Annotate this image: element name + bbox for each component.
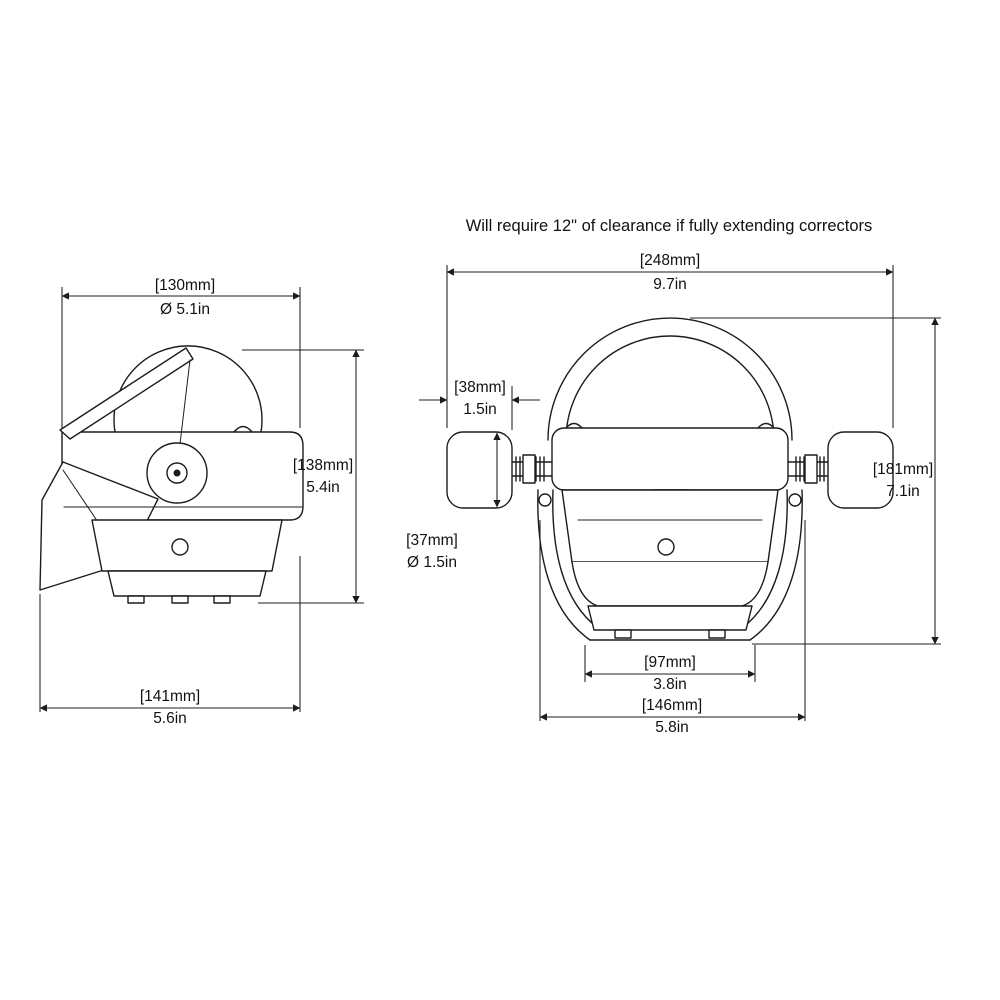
corrector-diameter-inch: Ø 1.5in (407, 554, 457, 571)
dim-side-top-width: [130mm] Ø 5.1in (61, 277, 301, 428)
base-side (107, 570, 267, 597)
side-height-inch: 5.4in (306, 479, 340, 496)
bracket-pivot-left (538, 493, 552, 507)
dim-corrector-length: [38mm] 1.5in (419, 379, 540, 430)
dim-bracket-width: [146mm] 5.8in (539, 520, 806, 736)
dim-corrector-diameter: [37mm] Ø 1.5in (406, 432, 501, 571)
body-top-bump (233, 425, 253, 433)
corrector-rod-right (787, 454, 829, 484)
bowl-front (571, 561, 769, 607)
front-overall-height-inch: 7.1in (886, 483, 920, 500)
corrector-length-mm: [38mm] (454, 379, 506, 396)
dome-outer (547, 317, 793, 441)
front-overall-width-inch: 9.7in (653, 276, 687, 293)
corrector-diameter-mm: [37mm] (406, 532, 458, 549)
dim-front-overall-height: [181mm] 7.1in (690, 317, 941, 645)
dim-side-height: [138mm] 5.4in (242, 349, 364, 604)
pivot-knob-inner (166, 462, 188, 484)
front-view (446, 317, 894, 641)
foot-width-mm: [97mm] (644, 654, 696, 671)
bracket-arm-right-inner (741, 489, 788, 629)
corrector-knob-left (446, 431, 513, 509)
dim-front-overall-width: [248mm] 9.7in (446, 252, 894, 428)
housing-hole-front (657, 538, 675, 556)
lower-housing-side (91, 519, 283, 572)
bracket-pivot-right (788, 493, 802, 507)
mounting-bracket (537, 489, 803, 641)
side-view (39, 345, 304, 604)
side-top-width-mm: [130mm] (155, 277, 215, 294)
foot-front-2 (708, 629, 726, 639)
front-overall-height-mm: [181mm] (873, 461, 933, 478)
rod-nut-right (804, 454, 818, 484)
foot-front-1 (614, 629, 632, 639)
body-bump-right (757, 422, 775, 429)
front-overall-width-mm: [248mm] (640, 252, 700, 269)
side-base-width-inch: 5.6in (153, 710, 187, 727)
dim-foot-width: [97mm] 3.8in (584, 645, 756, 693)
corrector-length-inch: 1.5in (463, 401, 497, 418)
foot-side-2 (171, 595, 189, 604)
body-bump-left (565, 422, 583, 429)
side-height-mm: [138mm] (293, 457, 353, 474)
corrector-rod-left (511, 454, 553, 484)
side-base-width-mm: [141mm] (140, 688, 200, 705)
compass-body-front (551, 427, 789, 491)
dim-side-base-width: [141mm] 5.6in (39, 556, 301, 727)
rod-nut-left (522, 454, 536, 484)
bracket-width-inch: 5.8in (655, 719, 689, 736)
bracket-arm-left-outer (537, 489, 591, 641)
lower-housing-front (561, 489, 779, 563)
foot-side-3 (213, 595, 231, 604)
bracket-arm-right-outer (749, 489, 803, 641)
base-front (587, 605, 753, 631)
visor-arm (179, 359, 191, 445)
foot-side-1 (127, 595, 145, 604)
pivot-center (173, 469, 181, 477)
bracket-width-mm: [146mm] (642, 697, 702, 714)
housing-hole-side (171, 538, 189, 556)
clearance-note: Will require 12" of clearance if fully e… (466, 217, 873, 235)
sun-visor (59, 347, 194, 440)
dimension-annotations: [130mm] Ø 5.1in [138mm] 5.4in [141mm] 5.… (39, 252, 941, 736)
foot-width-inch: 3.8in (653, 676, 687, 693)
corrector-knob-right (827, 431, 894, 509)
bracket-arm-left-inner (552, 489, 599, 629)
side-top-width-inch: Ø 5.1in (160, 301, 210, 318)
dome-inner (565, 335, 775, 441)
